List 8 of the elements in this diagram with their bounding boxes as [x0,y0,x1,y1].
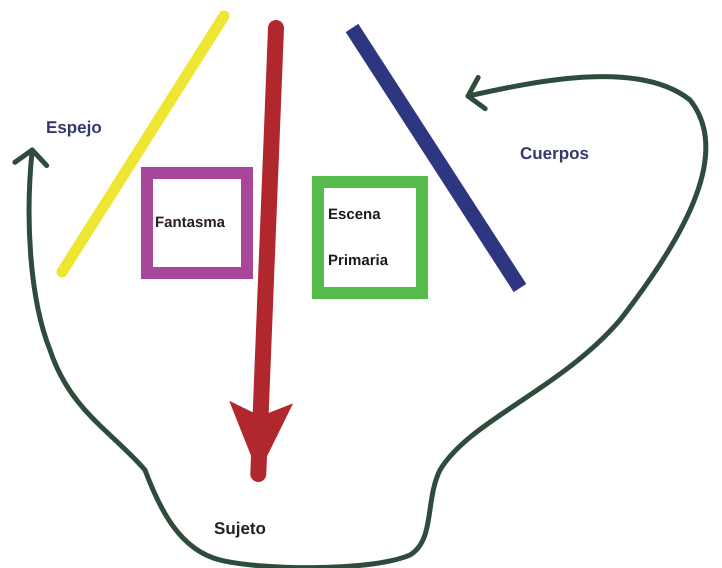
text-label: Espejo [28,118,102,150]
square-frame [312,176,428,299]
arrow [229,20,294,482]
text-label: Cuerpos [468,94,589,164]
node-label: Escena Primaria [327,204,390,270]
text-label: Sujeto [214,474,266,539]
arrow [12,74,708,568]
square-frame [141,167,253,279]
